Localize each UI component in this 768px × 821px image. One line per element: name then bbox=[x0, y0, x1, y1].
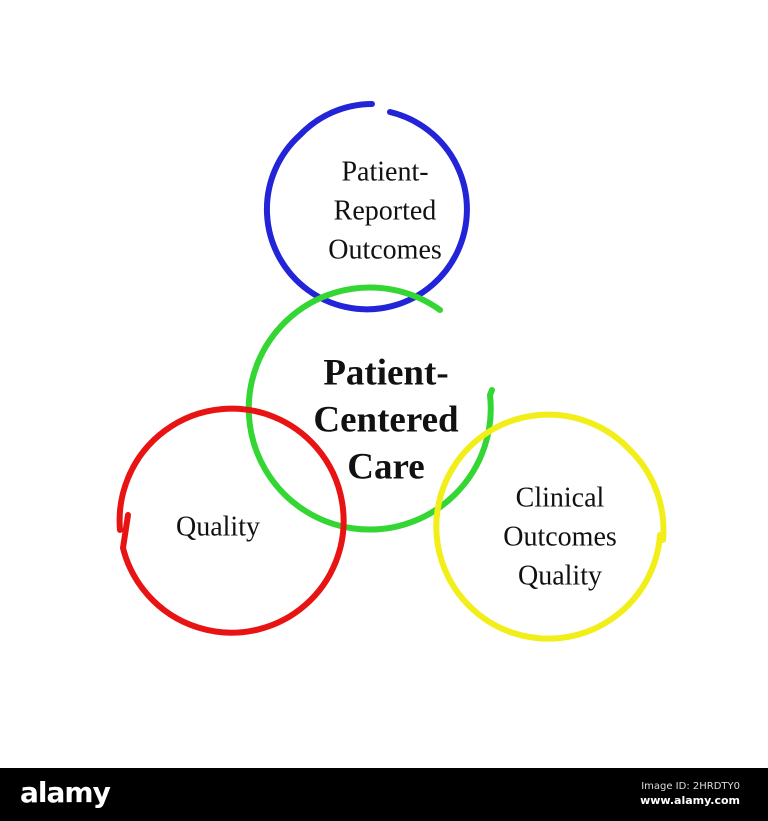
label-line: Quality bbox=[518, 560, 602, 592]
label-line: Clinical bbox=[515, 482, 605, 514]
label-line: Outcomes bbox=[328, 234, 442, 266]
site-url: www.alamy.com bbox=[640, 794, 740, 807]
circle-patient-centered-care bbox=[245, 284, 495, 533]
label-clinical-outcomes-quality: Clinical Outcomes Quality bbox=[503, 479, 617, 596]
label-patient-reported-outcomes: Patient- Reported Outcomes bbox=[328, 153, 442, 270]
circle-quality bbox=[116, 405, 347, 636]
alamy-logo: alamy bbox=[20, 776, 111, 809]
label-line: Quality bbox=[176, 511, 260, 543]
label-quality: Quality bbox=[176, 508, 260, 547]
circle-clinical-outcomes-quality bbox=[433, 411, 667, 642]
image-id: Image ID: 2HRDTY0 bbox=[641, 781, 740, 792]
image-meta: Image ID: 2HRDTY0 www.alamy.com bbox=[640, 780, 740, 808]
label-line: Centered bbox=[313, 399, 459, 441]
label-line: Patient- bbox=[341, 156, 429, 188]
label-line: Outcomes bbox=[503, 521, 617, 553]
label-patient-centered-care: Patient- Centered Care bbox=[313, 350, 458, 491]
circle-patient-reported-outcomes bbox=[263, 101, 470, 313]
footer-bar: alamy Image ID: 2HRDTY0 www.alamy.com bbox=[0, 768, 768, 821]
diagram-canvas bbox=[116, 101, 667, 642]
label-line: Reported bbox=[333, 195, 437, 227]
label-line: Care bbox=[347, 446, 425, 488]
label-line: Patient- bbox=[323, 352, 449, 394]
